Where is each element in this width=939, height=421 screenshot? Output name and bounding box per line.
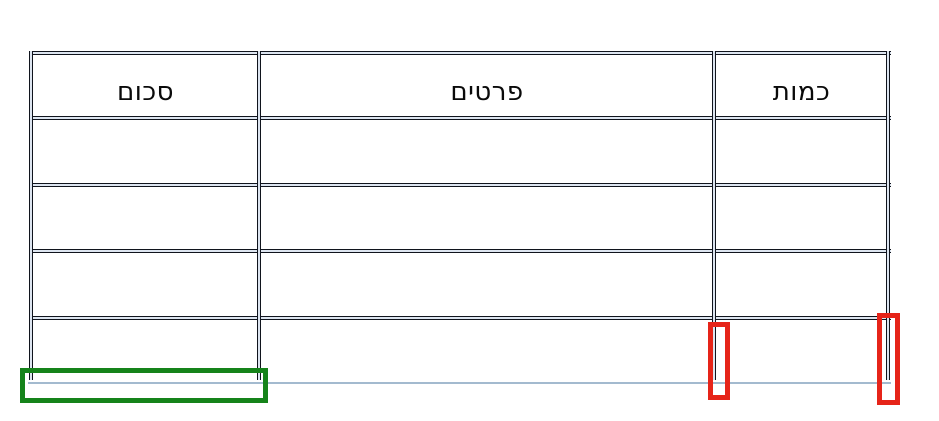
- faint-bottom-gridline: [28, 382, 891, 384]
- table-cell-empty[interactable]: [34, 254, 257, 316]
- table-cell-empty[interactable]: [262, 321, 712, 382]
- table-cell-empty[interactable]: [34, 188, 257, 249]
- header-cell-details[interactable]: פרטים: [450, 77, 524, 107]
- table-cell-empty[interactable]: [34, 121, 257, 183]
- table-cell-empty[interactable]: [717, 321, 886, 382]
- row-divider-2: [29, 183, 891, 187]
- row-divider-3: [29, 249, 891, 253]
- table-border-left: [29, 51, 33, 380]
- annotation-red-box-divider-stub: [708, 322, 730, 400]
- table-cell-empty[interactable]: [717, 254, 886, 316]
- table-cell-empty[interactable]: [262, 188, 712, 249]
- annotation-green-box-missing-bottom-border: [20, 368, 268, 403]
- column-divider-sum-details: [257, 51, 261, 380]
- table-cell-empty[interactable]: [717, 121, 886, 183]
- table-border-top: [29, 51, 891, 55]
- annotation-red-box-right-border-stub: [877, 313, 900, 405]
- row-divider-4: [29, 316, 891, 320]
- column-divider-details-quantity: [712, 51, 716, 380]
- table-cell-empty[interactable]: [717, 188, 886, 249]
- row-divider-1: [29, 116, 891, 120]
- header-cell-sum[interactable]: סכום: [117, 77, 174, 107]
- table-cell-empty[interactable]: [262, 254, 712, 316]
- table-border-right: [886, 51, 890, 380]
- table-cell-empty[interactable]: [262, 121, 712, 183]
- header-cell-quantity[interactable]: כמות: [772, 77, 831, 107]
